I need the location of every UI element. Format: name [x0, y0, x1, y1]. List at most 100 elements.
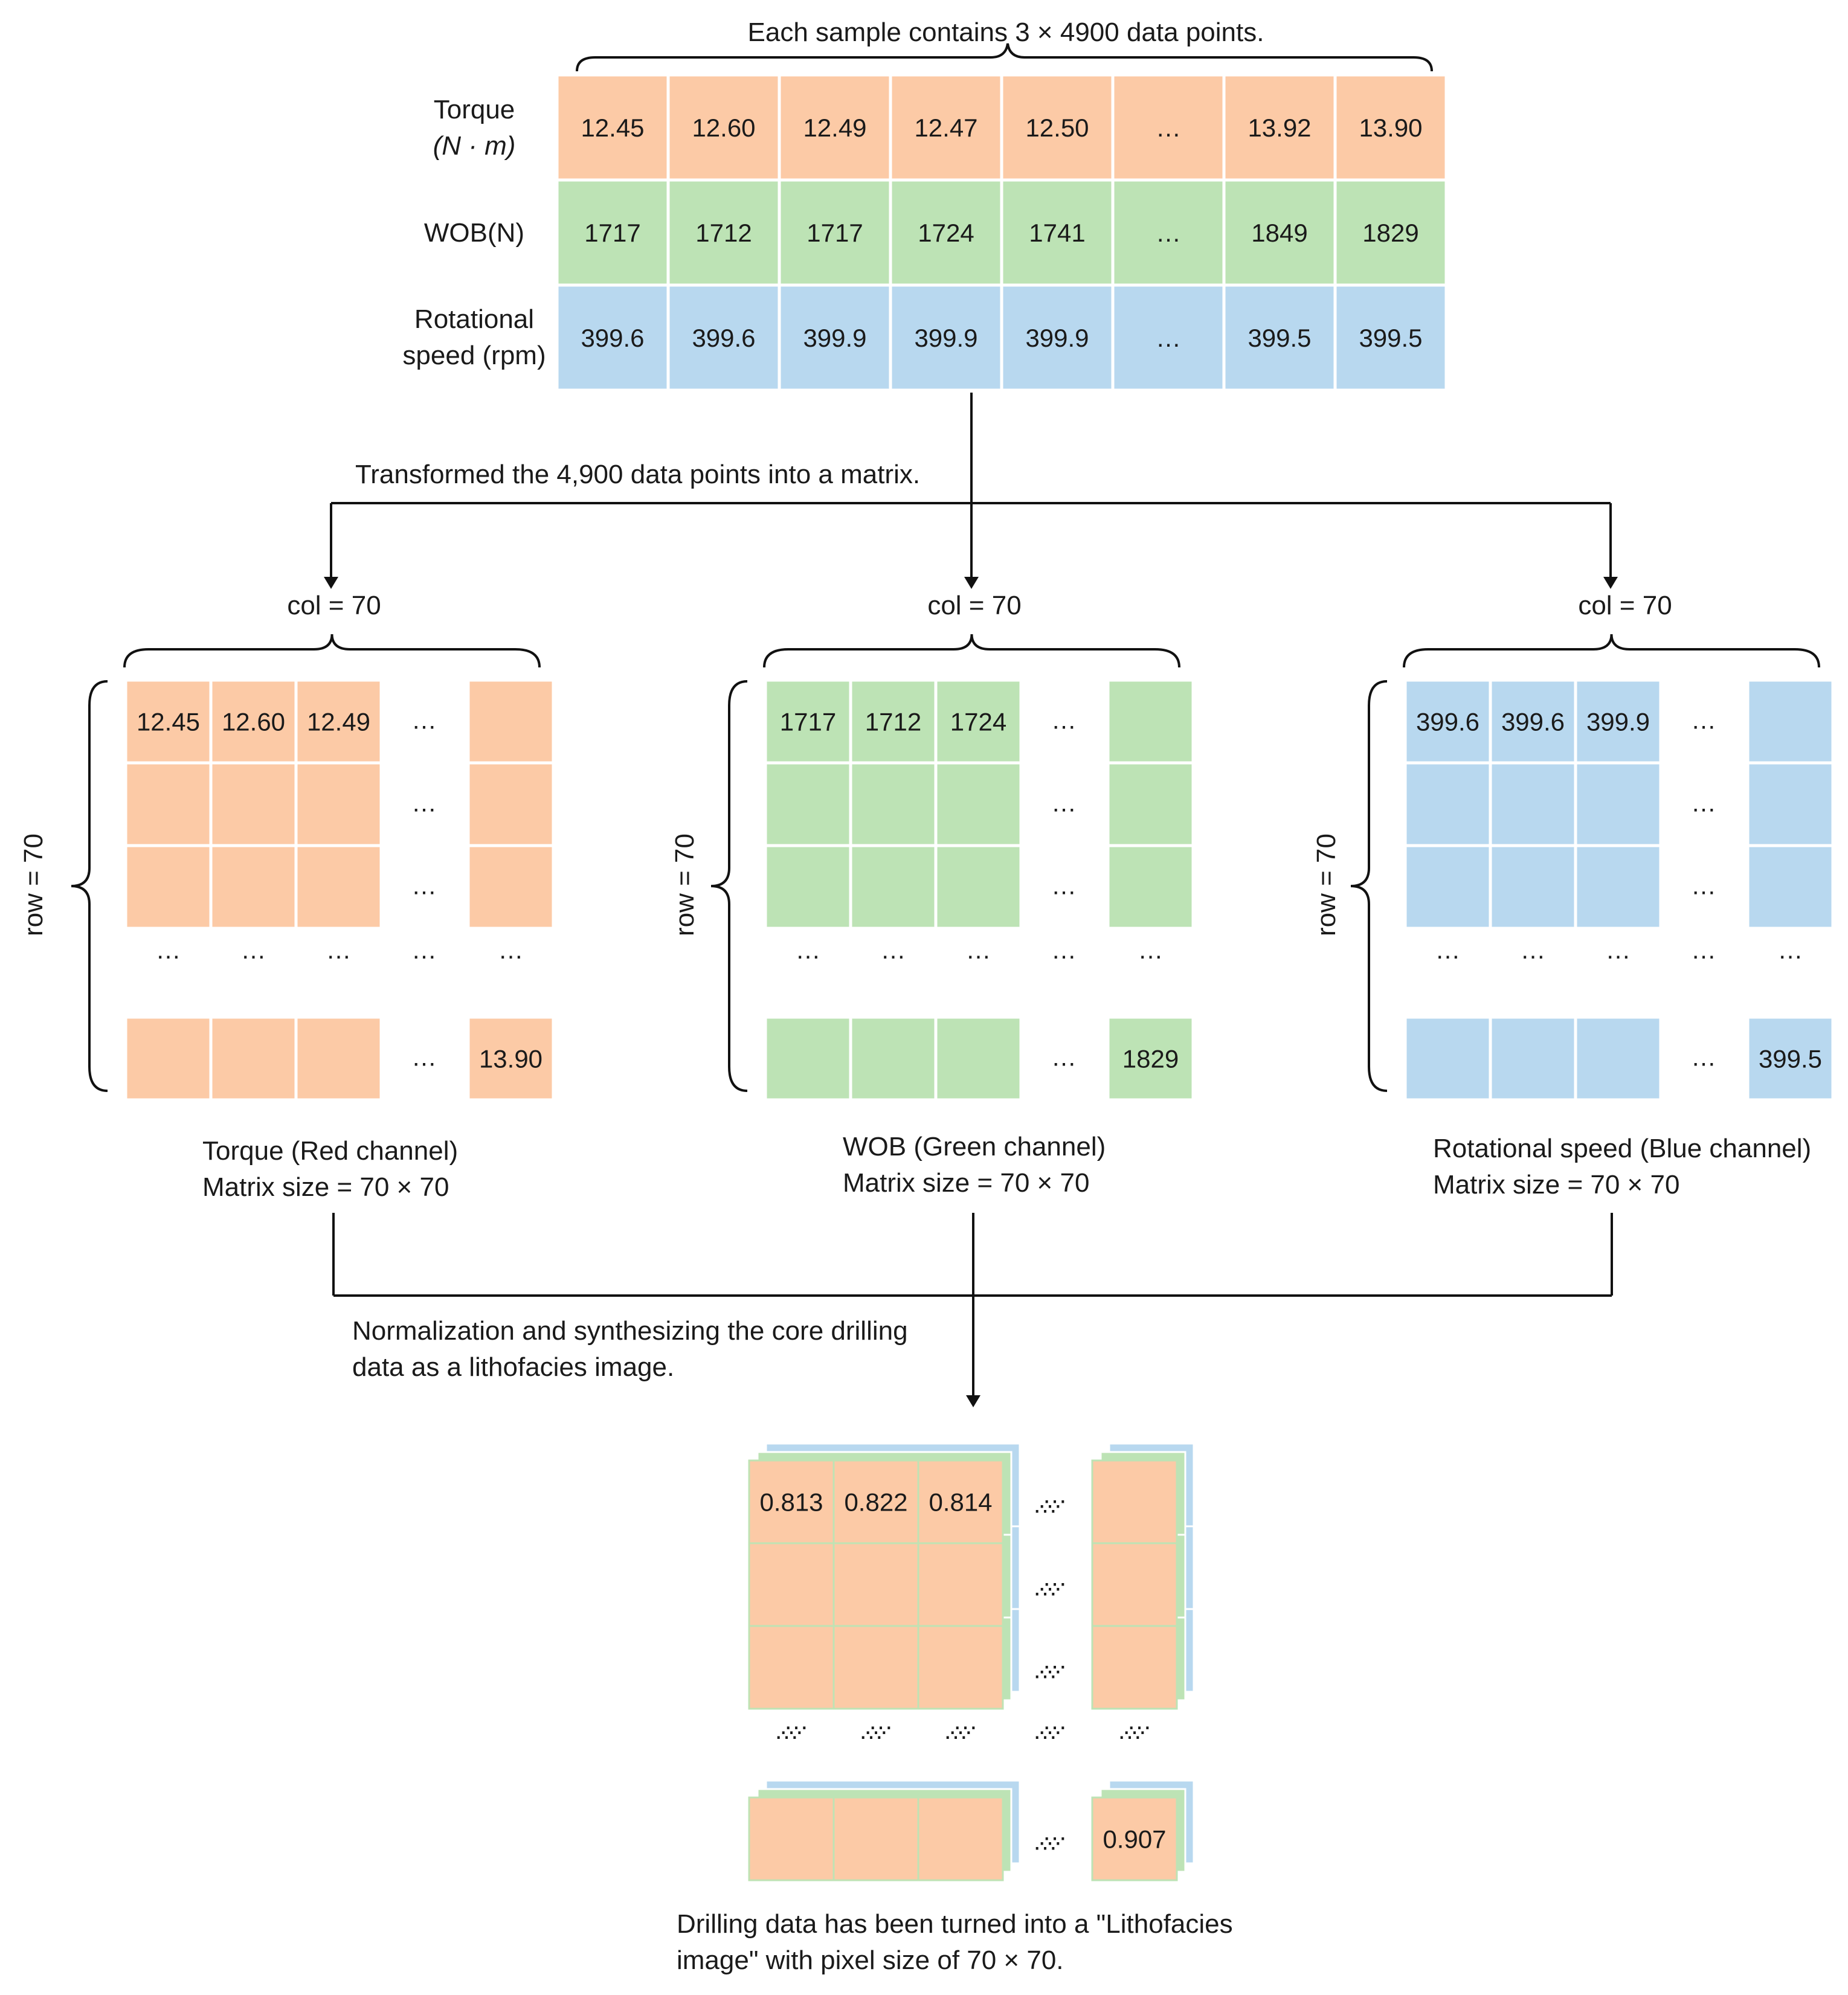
image-ellipsis: … [1032, 1827, 1058, 1855]
matrix-ellipsis: … [411, 1043, 437, 1071]
matrix-ellipsis: … [241, 936, 266, 964]
matrix-cell [209, 1015, 298, 1102]
matrix-ellipsis: … [966, 936, 991, 964]
matrix-cell-value: 1724 [950, 708, 1006, 736]
matrix-ellipsis: … [1051, 936, 1077, 964]
image-cell-value: 0.814 [929, 1488, 992, 1517]
matrix-cell [764, 1015, 852, 1102]
matrix-green-caption: WOB (Green channel) [843, 1132, 1106, 1161]
matrix-cell [849, 1015, 938, 1102]
matrix-ellipsis: … [1051, 706, 1077, 734]
matrix-cell [1106, 844, 1195, 930]
matrix-red-caption: Torque (Red channel) [202, 1136, 458, 1166]
sample-cell-value: … [1156, 114, 1181, 142]
matrix-green-size: Matrix size = 70 × 70 [843, 1168, 1089, 1198]
matrix-ellipsis: … [411, 936, 437, 964]
matrix-cell [1746, 761, 1835, 847]
sample-cell-value: 1724 [918, 219, 974, 247]
matrix-cell-value: 1717 [780, 708, 836, 736]
matrix-blue-size: Matrix size = 70 × 70 [1433, 1170, 1679, 1200]
matrix-cell-value: 12.49 [307, 708, 370, 736]
image-cell [917, 1625, 1004, 1710]
image-ellipsis: … [1042, 1706, 1067, 1735]
matrix-cell-value: 12.60 [222, 708, 285, 736]
matrix-cell [466, 761, 555, 847]
matrix-cell [1574, 844, 1663, 930]
matrix-cell [1489, 844, 1577, 930]
image-layer-block [748, 1625, 1004, 1710]
image-cell [917, 1796, 1004, 1881]
matrix-green-col-label: col = 70 [927, 591, 1021, 620]
matrix-ellipsis: … [1691, 1043, 1716, 1071]
matrix-cell-value: 1829 [1122, 1045, 1179, 1073]
image-caption-1: Drilling data has been turned into a "Li… [677, 1909, 1233, 1939]
image-ellipsis: … [858, 1716, 884, 1744]
matrix-cell [934, 844, 1023, 930]
image-ellipsis: … [1127, 1706, 1152, 1735]
matrix-cell [1106, 761, 1195, 847]
image-ellipsis: … [1037, 1651, 1063, 1679]
sample-cell-value: … [1156, 324, 1181, 352]
torque-unit-label: (N · m) [433, 131, 516, 161]
matrix-cell [294, 1015, 383, 1102]
matrix-cell [294, 678, 383, 765]
image-ellipsis: … [943, 1716, 968, 1744]
sample-cell-value: 1741 [1029, 219, 1085, 247]
sample-cell [889, 178, 1003, 287]
sample-cell-value: 1717 [584, 219, 640, 247]
arrow-head-image [966, 1395, 980, 1407]
image-ellipsis: … [1032, 1656, 1058, 1684]
matrix-ellipsis: … [1051, 789, 1077, 817]
image-ellipsis: … [779, 1711, 804, 1740]
matrix-cell [209, 761, 298, 847]
image-ellipsis: … [1032, 1716, 1058, 1744]
matrix-cell [1489, 1015, 1577, 1102]
sample-cell-value: 399.5 [1248, 324, 1311, 352]
sample-cell-value: 399.9 [914, 324, 977, 352]
sample-cell [1111, 178, 1226, 287]
matrix-col-brace [123, 634, 541, 668]
sample-cell-value: 12.49 [803, 114, 866, 142]
image-caption-2: image" with pixel size of 70 × 70. [677, 1945, 1064, 1975]
wob-label: WOB(N) [424, 218, 524, 248]
matrix-cell [466, 678, 555, 765]
image-ellipsis: … [784, 1706, 809, 1735]
matrix-red-size: Matrix size = 70 × 70 [202, 1172, 449, 1202]
matrix-cell [1489, 761, 1577, 847]
matrix-cell [1403, 761, 1492, 847]
speed-label: Rotational [414, 304, 534, 334]
sample-cell-value: 1849 [1251, 219, 1307, 247]
image-cell-value: 0.907 [1103, 1825, 1166, 1854]
matrix-cell [466, 1015, 555, 1102]
matrix-cell [124, 1015, 213, 1102]
matrix-ellipsis: … [156, 936, 181, 964]
matrix-cell [294, 844, 383, 930]
sample-cell [555, 283, 670, 392]
image-ellipsis: … [863, 1711, 889, 1740]
matrix-ellipsis: … [1606, 936, 1631, 964]
sample-cell [555, 73, 670, 182]
matrix-cell [1574, 678, 1663, 765]
matrix-ellipsis: … [1051, 1043, 1077, 1071]
matrix-cell [1574, 761, 1663, 847]
sample-cell [1000, 283, 1115, 392]
sample-cell [1222, 283, 1337, 392]
image-cell-value: 0.813 [759, 1488, 823, 1517]
matrix-ellipsis: … [881, 936, 906, 964]
matrix-red-col-label: col = 70 [287, 591, 381, 620]
matrix-cell [1746, 678, 1835, 765]
matrix-ellipsis: … [1138, 936, 1164, 964]
matrix-red-row-label: row = 70 [19, 834, 48, 936]
matrix-green-row-label: row = 70 [670, 834, 700, 936]
matrix-cell [1403, 1015, 1492, 1102]
normalization-caption-2: data as a lithofacies image. [352, 1352, 674, 1382]
image-ellipsis: … [1037, 1822, 1063, 1851]
image-ellipsis: … [1037, 1485, 1063, 1514]
torque-label: Torque [434, 95, 515, 124]
matrix-blue-row-label: row = 70 [1312, 834, 1341, 936]
sample-cell [778, 283, 892, 392]
arrow-head-left [324, 577, 338, 589]
